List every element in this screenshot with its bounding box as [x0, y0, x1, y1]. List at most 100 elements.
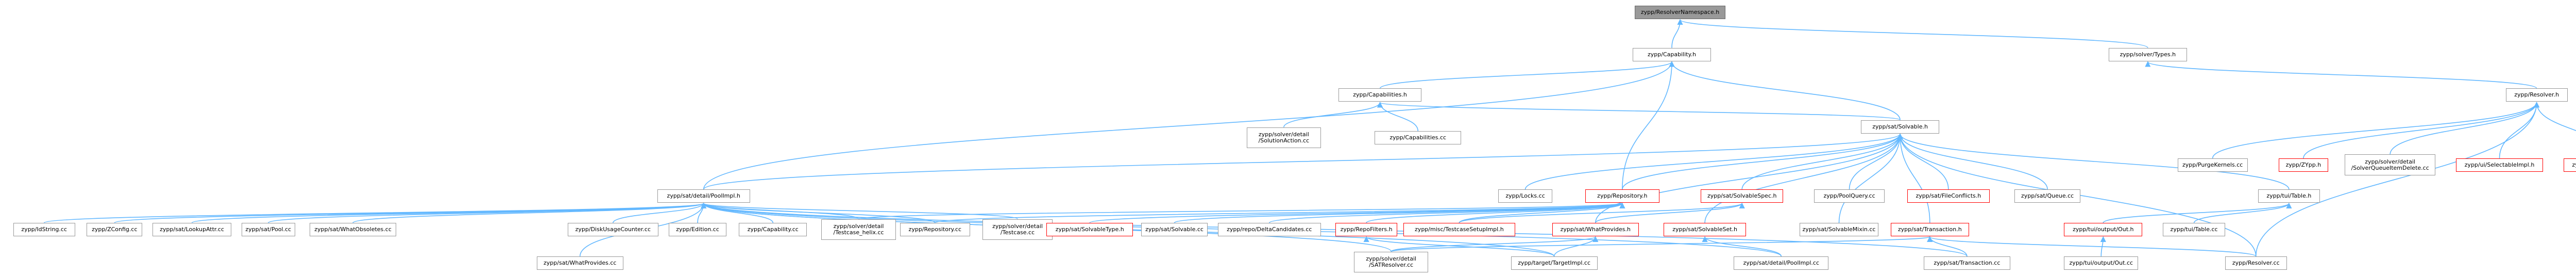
graph-node[interactable]: zypp/Repository.h: [1585, 189, 1659, 203]
graph-edge: [1366, 202, 1625, 223]
graph-node[interactable]: zypp/solver/detail/SolverQueueItemDelete…: [2345, 154, 2436, 176]
graph-node-label: zypp/sat/detail/PoolImpl.h: [667, 192, 740, 200]
graph-node: zypp/ResolverNamespace.h: [1634, 6, 1726, 20]
graph-node[interactable]: zypp/sat/WhatProvides.cc: [536, 256, 623, 270]
graph-node-label: zypp/RepoFilters.h: [1340, 225, 1393, 233]
graph-node[interactable]: zypp/tui/output/Out.cc: [2064, 256, 2139, 270]
graph-node[interactable]: zypp/sat/Queue.cc: [2014, 189, 2081, 203]
graph-edge: [1622, 133, 1903, 190]
graph-node[interactable]: zypp/sat/WhatObsoletes.cc: [309, 222, 397, 236]
graph-node[interactable]: zypp/IdString.cc: [13, 222, 75, 236]
graph-node[interactable]: zypp/sat/Pool.cc: [241, 222, 295, 236]
graph-edge: [1671, 19, 1683, 48]
graph-node[interactable]: zypp/sat/WhatProvides.h: [1552, 222, 1639, 236]
graph-node-label: zypp/sat/Solvable.h: [1872, 123, 1928, 130]
graph-node-label: zypp/sat/Transaction.h: [1897, 225, 1962, 233]
graph-node-label: zypp/repo/DeltaCandidates.cc: [1227, 225, 1312, 233]
graph-edge: [2193, 202, 2292, 223]
graph-node[interactable]: zypp/Repository.cc: [900, 222, 970, 236]
graph-node[interactable]: zypp/Capabilities.cc: [1375, 131, 1462, 144]
graph-node[interactable]: zypp/Capability.h: [1632, 47, 1711, 61]
graph-node[interactable]: zypp/tui/Table.h: [2258, 189, 2320, 203]
graph-edge: [1459, 202, 1625, 223]
graph-node[interactable]: zypp/RepoFilters.h: [1335, 222, 1398, 236]
graph-node[interactable]: zypp/tui/output/Out.h: [2064, 222, 2143, 236]
graph-node-label: zypp/solver/Types.h: [2120, 51, 2176, 58]
graph-node[interactable]: zypp/Resolver.cc: [2225, 256, 2287, 270]
graph-node[interactable]: zypp/sat/SolvableSet.h: [1663, 222, 1747, 236]
graph-node[interactable]: zypp/sat/Solvable.cc: [1141, 222, 1208, 236]
graph-node[interactable]: zypp/sat/SolvableSpec.h: [1701, 189, 1784, 203]
graph-node-label: zypp/solver/detail/SolverQueueItemDelete…: [2351, 158, 2429, 171]
graph-node[interactable]: zypp/sat/Transaction.h: [1890, 222, 1969, 236]
graph-node[interactable]: zypp/ZConfig.cc: [87, 222, 143, 236]
graph-node-label: zypp/ZYpp.h: [2285, 161, 2321, 168]
graph-edge: [858, 202, 1625, 220]
graph-edge: [1377, 102, 1419, 132]
graph-node[interactable]: zypp/sat/Solvable.h: [1860, 120, 1940, 134]
graph-node[interactable]: zypp/DiskUsageCounter.cc: [567, 222, 658, 236]
graph-node[interactable]: zypp/solver/detail/Testcase_helix.cc: [821, 219, 896, 240]
graph-node[interactable]: zypp/Edition.cc: [669, 222, 727, 236]
graph-node[interactable]: zypp/Capability.cc: [739, 222, 807, 236]
graph-edge: [1897, 133, 2290, 190]
graph-node[interactable]: zypp/sat/FileConflicts.h: [1907, 189, 1990, 203]
graph-node-label: zypp/Locks.cc: [1505, 192, 1545, 200]
graph-node[interactable]: zypp/Resolver.h: [2505, 88, 2568, 102]
graph-edge: [2389, 102, 2540, 155]
graph-node[interactable]: zypp/sat/SolvableMixin.cc: [1800, 222, 1878, 236]
graph-node[interactable]: zypp/PurgeKernels.cc: [2177, 158, 2248, 172]
graph-node[interactable]: zypp/solver/detail/SATResolver.cc: [1354, 251, 1429, 273]
graph-node-label: zypp/tui/Table.h: [2266, 192, 2312, 200]
graph-node[interactable]: zypp/sat/detail/PoolImpl.h: [657, 189, 750, 203]
graph-node-label: zypp/Edition.cc: [676, 225, 719, 233]
graph-node[interactable]: zypp/solver/detail/SolutionAction.cc: [1246, 127, 1321, 149]
graph-edge: [1269, 202, 1625, 223]
graph-node[interactable]: zypp/ZYpp.h: [2278, 158, 2328, 172]
graph-node[interactable]: zypp/PoolQuery.cc: [1814, 189, 1885, 203]
graph-node[interactable]: zypp/misc/TestcaseSetupImpl.h: [1403, 222, 1515, 236]
graph-node-label: zypp/tui/Table.cc: [2170, 225, 2218, 233]
graph-node[interactable]: zypp/target/TargetImpl.cc: [1511, 256, 1598, 270]
graph-node-label: zypp/sat/SolvableSpec.h: [1707, 192, 1777, 200]
graph-edge: [352, 202, 706, 223]
graph-node-label: zypp/Repository.h: [1597, 192, 1648, 200]
graph-edge: [703, 61, 1675, 190]
graph-edge: [1897, 133, 1930, 223]
graph-node[interactable]: zypp/ui/SelectableImpl.h: [2456, 158, 2543, 172]
graph-node-label: zypp/sat/SolvableSet.h: [1672, 225, 1737, 233]
graph-node[interactable]: zypp/sat/Transaction.cc: [1923, 256, 2011, 270]
graph-edge: [2534, 102, 2576, 131]
graph-node-label: zypp/zypp_detail/ZYppImpl.h: [2572, 161, 2576, 168]
graph-edge: [1391, 236, 1599, 252]
graph-node[interactable]: zypp/solver/Types.h: [2108, 47, 2187, 61]
graph-node-label: zypp/solver/detail/SATResolver.cc: [1366, 255, 1417, 268]
graph-edge: [1524, 133, 1903, 190]
graph-node[interactable]: zypp/sat/SolvableType.h: [1046, 222, 1133, 236]
graph-edge: [1838, 133, 1903, 223]
graph-edge: [1595, 133, 1903, 223]
graph-node-label: zypp/solver/detail/SolutionAction.cc: [1258, 131, 1310, 144]
graph-node[interactable]: zypp/sat/detail/PoolImpl.cc: [1734, 256, 1829, 270]
graph-node[interactable]: zypp/Locks.cc: [1498, 189, 1552, 203]
graph-edge: [703, 133, 1903, 190]
graph-node[interactable]: zypp/Capabilities.h: [1338, 88, 1421, 102]
graph-node-label: zypp/Repository.cc: [908, 225, 962, 233]
graph-node-label: zypp/misc/TestcaseSetupImpl.h: [1415, 225, 1504, 233]
graph-node[interactable]: zypp/tui/Table.cc: [2163, 222, 2225, 236]
graph-node-label: zypp/sat/WhatObsoletes.cc: [314, 225, 392, 233]
graph-node[interactable]: zypp/sat/LookupAttr.cc: [152, 222, 231, 236]
graph-node-label: zypp/Resolver.cc: [2232, 259, 2280, 266]
graph-edge: [1391, 236, 1933, 252]
graph-node-label: zypp/IdString.cc: [21, 225, 67, 233]
graph-node-label: zypp/Capability.cc: [747, 225, 799, 233]
graph-node-label: zypp/sat/SolvableType.h: [1055, 225, 1124, 233]
graph-node-label: zypp/sat/Pool.cc: [245, 225, 292, 233]
graph-node[interactable]: zypp/solver/detail/Testcase.cc: [982, 219, 1053, 240]
graph-node[interactable]: zypp/repo/DeltaCandidates.cc: [1217, 222, 1321, 236]
graph-edge: [1283, 102, 1383, 127]
graph-edge: [1363, 236, 1555, 257]
graph-node[interactable]: zypp/zypp_detail/ZYppImpl.h: [2563, 158, 2576, 172]
graph-node-label: zypp/sat/WhatProvides.cc: [544, 259, 617, 266]
